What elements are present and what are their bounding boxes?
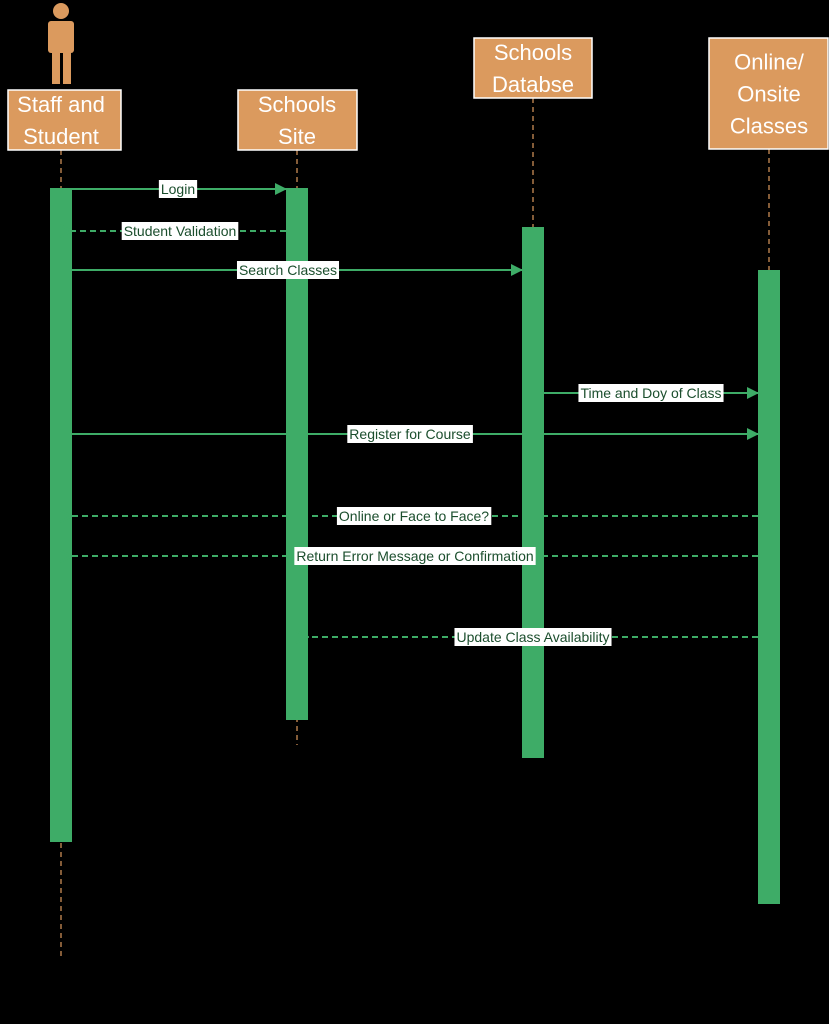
message-label-bg bbox=[347, 425, 473, 443]
message-label: Student Validation bbox=[124, 223, 237, 239]
participant-label: Student bbox=[23, 124, 99, 149]
participant-label: Onsite bbox=[737, 82, 801, 107]
message-2: Student Validation bbox=[72, 222, 286, 240]
participant-label: Classes bbox=[730, 114, 808, 139]
participant-label: Online/ bbox=[734, 50, 805, 75]
message-5: Register for Course bbox=[72, 425, 759, 443]
message-label-bg bbox=[578, 384, 724, 402]
message-label: Online or Face to Face? bbox=[339, 508, 489, 524]
message-4: Time and Doy of Class bbox=[544, 384, 759, 402]
message-7: Return Error Message or Confirmation bbox=[72, 547, 758, 565]
message-label-bg bbox=[454, 628, 612, 646]
activation-bar-staff bbox=[50, 188, 72, 842]
message-label: Login bbox=[161, 181, 195, 197]
message-label: Return Error Message or Confirmation bbox=[296, 548, 533, 564]
participant-label: Schools bbox=[494, 40, 572, 65]
message-8: Update Class Availability bbox=[308, 628, 758, 646]
message-label-bg bbox=[236, 261, 340, 279]
person-icon bbox=[48, 3, 74, 84]
message-label-bg bbox=[121, 222, 239, 240]
participant-box bbox=[473, 37, 593, 99]
participant-label: Staff and bbox=[17, 92, 105, 117]
activation-bar-site bbox=[286, 188, 308, 720]
message-label: Update Class Availability bbox=[456, 629, 609, 645]
message-label-bg bbox=[336, 507, 492, 525]
message-label: Time and Doy of Class bbox=[580, 385, 721, 401]
message-1: Login bbox=[72, 180, 287, 198]
participant-box bbox=[237, 89, 358, 151]
participant-box bbox=[708, 37, 829, 150]
message-label-bg bbox=[158, 180, 198, 198]
participant-label: Schools bbox=[258, 92, 336, 117]
message-label: Register for Course bbox=[349, 426, 471, 442]
message-label-bg bbox=[294, 547, 536, 565]
participant-box bbox=[7, 89, 122, 151]
participant-label: Databse bbox=[492, 72, 574, 97]
message-label: Search Classes bbox=[239, 262, 337, 278]
activation-bar-classes bbox=[758, 270, 780, 904]
participant-label: Site bbox=[278, 124, 316, 149]
activations bbox=[50, 188, 780, 904]
message-6: Online or Face to Face? bbox=[72, 507, 758, 525]
activation-bar-db bbox=[522, 227, 544, 758]
message-3: Search Classes bbox=[72, 261, 523, 279]
